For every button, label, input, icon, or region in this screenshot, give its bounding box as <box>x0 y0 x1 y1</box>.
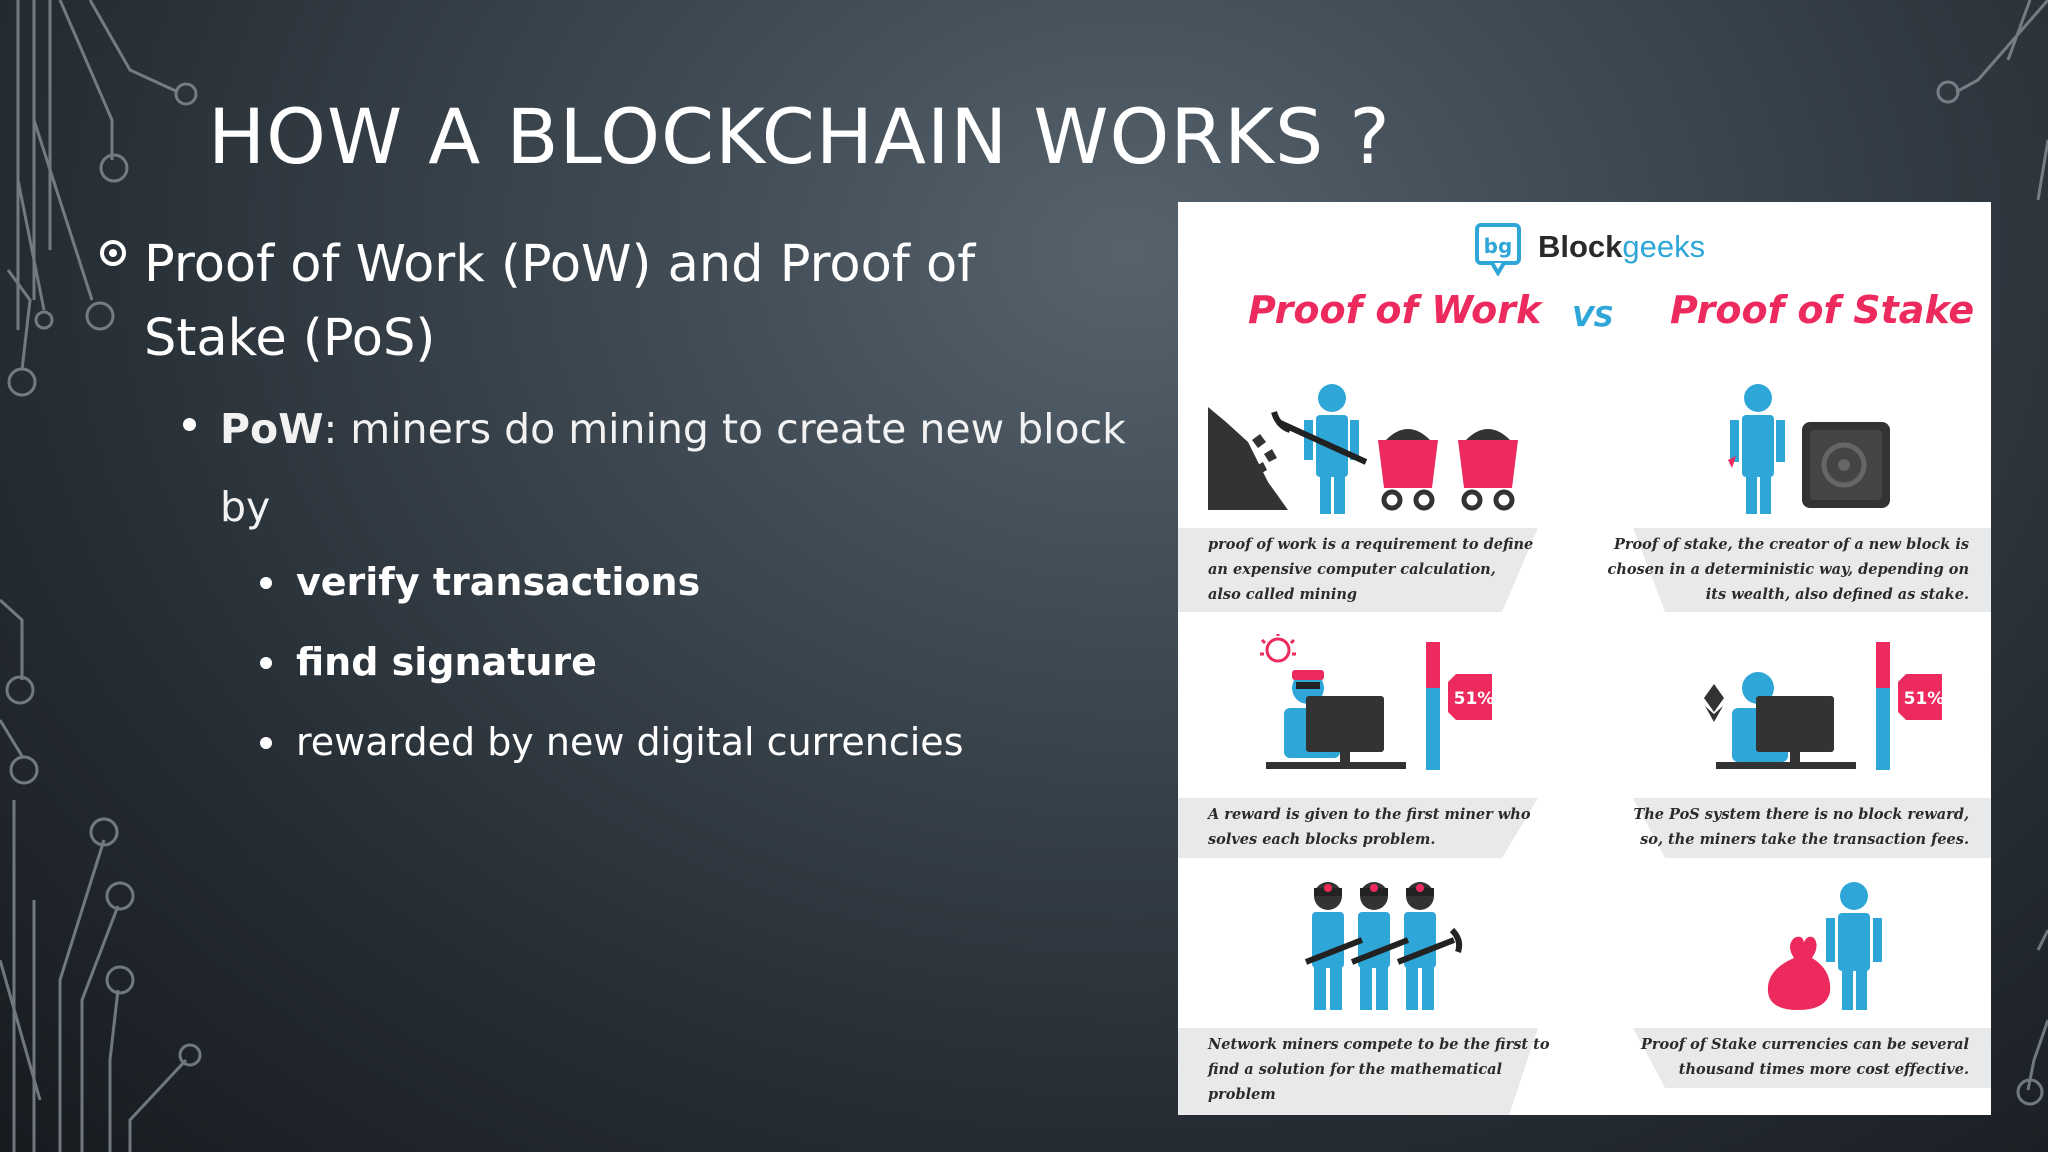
heading-proof-of-stake: Proof of Stake <box>1670 288 1975 332</box>
caption-line: problem <box>1208 1086 1276 1103</box>
sub-bullet-verify-transactions: verify transactions <box>296 560 701 604</box>
staking-illustration <box>1728 384 1890 514</box>
caption-line: its wealth, also defined as stake. <box>1705 586 1969 603</box>
caption-pos-1: Proof of stake, the creator of a new blo… <box>1607 532 1969 607</box>
caption-pos-3: Proof of Stake currencies can be several… <box>1641 1032 1969 1082</box>
caption-line: proof of work is a requirement to define <box>1208 536 1534 553</box>
blockgeeks-logo-icon: bg <box>1475 223 1521 277</box>
logo-mark: bg <box>1484 234 1513 258</box>
caption-pos-2: The PoS system there is no block reward,… <box>1633 802 1969 852</box>
bullet-marker-level3 <box>260 737 272 749</box>
caption-line: thousand times more cost effective. <box>1678 1061 1969 1078</box>
caption-pow-1: proof of work is a requirement to define… <box>1208 532 1533 607</box>
logo-word-geeks: geeks <box>1622 229 1706 264</box>
pos-fees-illustration: 51% <box>1704 642 1945 770</box>
caption-line: also called mining <box>1208 586 1358 603</box>
bullet-marker-level1 <box>100 240 126 266</box>
logo-word-block: Block <box>1538 229 1623 264</box>
caption-line: The PoS system there is no block reward, <box>1633 806 1969 823</box>
circuit-decoration-left <box>0 0 202 1152</box>
bullet-level2-text: : miners do mining to create new block b… <box>220 405 1126 531</box>
mining-illustration <box>1208 384 1518 514</box>
caption-line: Proof of Stake currencies can be several <box>1640 1036 1969 1053</box>
slide-title: HOW A BLOCKCHAIN WORKS ? <box>208 92 1391 181</box>
sub-bullet-find-signature: find signature <box>296 640 597 684</box>
caption-band-right-3 <box>1633 1028 1991 1088</box>
circuit-decoration-right <box>1936 0 2048 1106</box>
bullet-level1: Proof of Work (PoW) and Proof of Stake (… <box>144 235 976 368</box>
bullet-marker-level3 <box>260 657 272 669</box>
bullet-level2-keyword: PoW <box>220 405 324 453</box>
bullet-level2: PoW: miners do mining to create new bloc… <box>220 390 1130 546</box>
badge-51-pow: 51% <box>1454 689 1495 709</box>
caption-line: chosen in a deterministic way, depending… <box>1607 561 1969 578</box>
miner-reward-illustration: 51% <box>1260 634 1495 770</box>
caption-line: find a solution for the mathematical <box>1208 1061 1503 1078</box>
caption-band-left-2 <box>1178 798 1538 858</box>
caption-line: an expensive computer calculation, <box>1208 561 1496 578</box>
caption-line: Network miners compete to be the first t… <box>1208 1036 1550 1053</box>
logo-wordmark: Blockgeeks <box>1538 229 1705 265</box>
caption-line: solves each blocks problem. <box>1208 831 1436 848</box>
network-miners-illustration <box>1304 882 1463 1010</box>
caption-band-right-2 <box>1633 798 1991 858</box>
blockgeeks-logo: bg Blockgeeks <box>1474 222 1705 277</box>
caption-band-left-3 <box>1178 1028 1538 1115</box>
cost-effective-illustration <box>1767 882 1882 1010</box>
caption-pow-3: Network miners compete to be the first t… <box>1208 1032 1550 1107</box>
caption-band-left-1 <box>1178 528 1538 612</box>
bullet-marker-level2 <box>183 418 196 431</box>
caption-line: Proof of stake, the creator of a new blo… <box>1613 536 1969 553</box>
caption-pow-2: A reward is given to the first miner who… <box>1208 802 1531 852</box>
caption-line: A reward is given to the first miner who <box>1208 806 1531 823</box>
pow-vs-pos-infographic: bg Blockgeeks Proof of Work VS Proof of … <box>1178 202 1991 1115</box>
caption-band-right-1 <box>1633 528 1991 612</box>
caption-line: so, the miners take the transaction fees… <box>1640 831 1969 848</box>
heading-proof-of-work: Proof of Work <box>1248 288 1542 332</box>
bullet-marker-level3 <box>260 577 272 589</box>
badge-51-pos: 51% <box>1904 689 1945 709</box>
sub-bullet-rewarded: rewarded by new digital currencies <box>296 720 964 764</box>
heading-vs: VS <box>1572 300 1614 333</box>
